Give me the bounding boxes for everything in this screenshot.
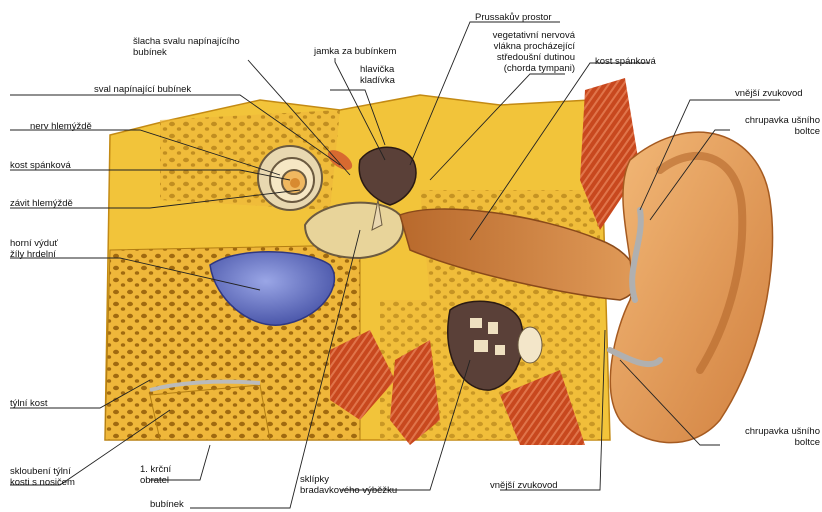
label-cochlear-turn: závit hlemýždě (10, 198, 73, 209)
middle-ear-cavity (305, 203, 403, 258)
atlas-vertebra (150, 385, 270, 440)
label-external-canal-top: vnější zvukovod (735, 88, 803, 99)
label-auricle-cartilage-bottom: chrupavka ušního boltce (720, 426, 820, 448)
label-malleus-head: hlavička kladívka (360, 64, 395, 86)
label-occipital-bone: týlní kost (10, 398, 48, 409)
cochlea (258, 146, 322, 210)
label-mastoid-cells: sklípky bradavkového výběžku (300, 474, 397, 496)
label-tensor-tympani-tendon: šlacha svalu napínajícího bubínek (133, 36, 240, 58)
label-temporal-bone-left: kost spánková (10, 160, 71, 171)
label-jugular-bulb: horní výduť žíly hrdelní (10, 238, 58, 260)
label-atlanto-occipital-joint: skloubení týlní kosti s nosičem (10, 466, 75, 488)
label-pouch-behind-eardrum: jamka za bubínkem (314, 46, 396, 57)
label-external-canal-bottom: vnější zvukovod (490, 480, 558, 491)
label-temporal-bone-top: kost spánková (595, 56, 656, 67)
auricle (610, 132, 773, 442)
label-cochlear-nerve: nerv hlemýždě (30, 121, 92, 132)
label-eardrum: bubínek (150, 499, 184, 510)
label-chorda-tympani: vegetativní nervová vlákna procházející … (467, 30, 575, 74)
label-tensor-tympani: sval napínající bubínek (94, 84, 191, 95)
label-auricle-cartilage-top: chrupavka ušního boltce (720, 115, 820, 137)
label-first-cervical-vertebra: 1. krční obratel (140, 464, 171, 486)
label-prussak-space: Prussakův prostor (475, 12, 552, 23)
